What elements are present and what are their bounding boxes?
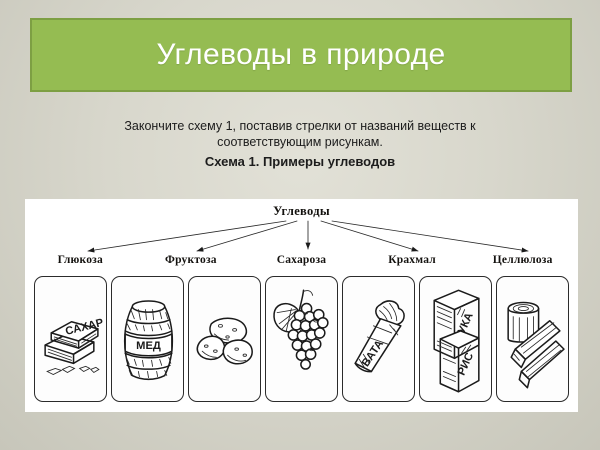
diagram-labels-row: Глюкоза Фруктоза Сахароза Крахмал Целлюл… — [25, 254, 578, 266]
arrow-to-starch — [320, 220, 419, 252]
instructions-block: Закончите схему 1, поставив стрелки от н… — [50, 118, 550, 171]
diagram-label-cellulose: Целлюлоза — [492, 254, 553, 266]
diagram-panel: Углеводы Глюкоза Фруктоза Сахароза Крахм… — [25, 199, 578, 412]
sugar-pack-card: САХАР — [34, 276, 107, 402]
scheme-caption: Схема 1. Примеры углеводов — [204, 154, 396, 169]
grapes-icon — [273, 289, 329, 370]
arrow-to-cellulose — [331, 220, 529, 253]
potatoes-icon — [196, 317, 253, 365]
page-title: Углеводы в природе — [156, 38, 446, 71]
diagram-label-starch: Крахмал — [388, 254, 436, 266]
instruction-line-2: соответствующим рисункам. — [217, 135, 383, 149]
wood-logs-card — [496, 276, 569, 402]
grapes-card — [265, 276, 338, 402]
title-banner: Углеводы в природе — [30, 18, 572, 92]
diagram-label-glucose: Глюкоза — [57, 254, 103, 266]
sugar-pack-icon: САХАР — [44, 317, 105, 375]
diagram-label-sucrose: Сахароза — [276, 254, 327, 266]
arrow-to-glucose — [87, 220, 287, 253]
picture-cards-strip: САХАР — [34, 276, 569, 402]
cotton-wool-card: ВАТА — [342, 276, 415, 402]
flour-rice-icon: МУКА РИС — [433, 289, 480, 393]
arrow-to-fructose — [196, 220, 298, 252]
diagram-label-fructose: Фруктоза — [165, 254, 217, 266]
cotton-wool-icon: ВАТА — [354, 300, 405, 373]
diagram-root-node: Углеводы — [273, 204, 330, 218]
potatoes-card — [188, 276, 261, 402]
svg-text:МЕД: МЕД — [136, 340, 161, 352]
instruction-line-1: Закончите схему 1, поставив стрелки от н… — [124, 119, 476, 133]
wood-logs-icon — [507, 301, 565, 389]
honey-barrel-card: МЕД — [111, 276, 184, 402]
honey-barrel-icon: МЕД — [124, 300, 174, 381]
flour-rice-card: МУКА РИС — [419, 276, 492, 402]
